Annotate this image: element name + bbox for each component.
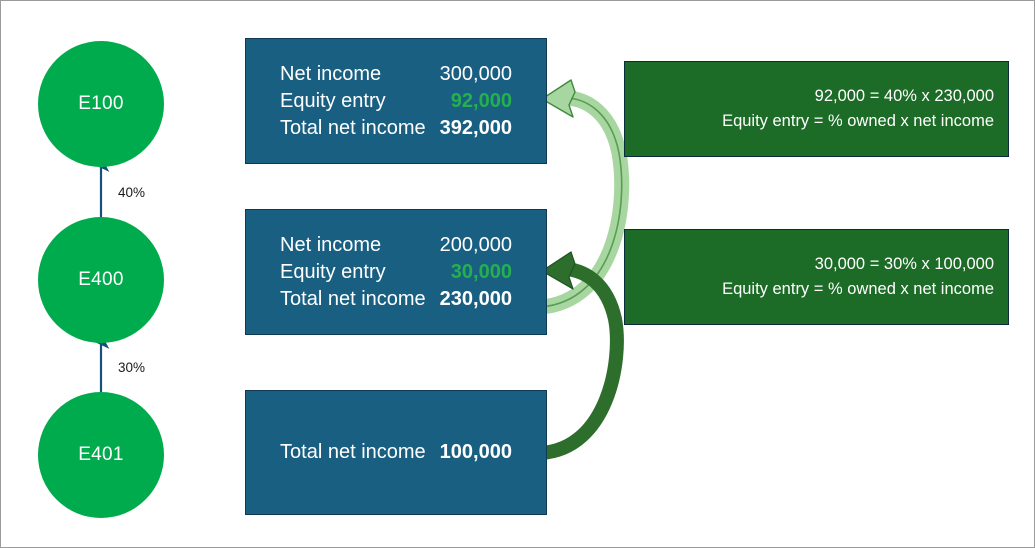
row-label: Net income xyxy=(280,233,382,256)
statement-row: Total net income 230,000 xyxy=(280,286,512,313)
row-label: Total net income xyxy=(280,116,426,139)
note-box-e100: 92,000 = 40% x 230,000 Equity entry = % … xyxy=(624,61,1009,157)
note-line-calculation: 30,000 = 30% x 100,000 xyxy=(814,255,994,273)
statement-box-e400: Net income 200,000 Equity entry 30,000 T… xyxy=(245,209,547,335)
statement-row: Equity entry 92,000 xyxy=(280,88,512,115)
row-label: Equity entry xyxy=(280,260,386,283)
statement-rows-e401: Total net income 100,000 xyxy=(280,439,512,466)
row-value-equity: 92,000 xyxy=(450,89,512,112)
row-label: Total net income xyxy=(280,287,426,310)
row-value-equity: 30,000 xyxy=(450,260,512,283)
note-line-formula: Equity entry = % owned x net income xyxy=(722,112,994,130)
statement-box-e100: Net income 300,000 Equity entry 92,000 T… xyxy=(245,38,547,164)
flow-arrow-light xyxy=(539,79,630,315)
note-box-e400: 30,000 = 30% x 100,000 Equity entry = % … xyxy=(624,229,1009,325)
row-value-total: 392,000 xyxy=(439,116,512,139)
statement-rows-e400: Net income 200,000 Equity entry 30,000 T… xyxy=(280,232,512,313)
entity-circle-e400[interactable]: E400 xyxy=(38,217,164,343)
row-value: 200,000 xyxy=(439,233,512,256)
statement-row: Total net income 392,000 xyxy=(280,115,512,142)
entity-circle-e401[interactable]: E401 xyxy=(38,392,164,518)
flow-arrow-dark xyxy=(540,251,624,460)
statement-row: Total net income 100,000 xyxy=(280,439,512,466)
statement-row: Net income 200,000 xyxy=(280,232,512,259)
ownership-label-40pct: 40% xyxy=(118,185,146,200)
row-label: Net income xyxy=(280,62,382,85)
ownership-label-30pct: 30% xyxy=(118,360,146,375)
row-value-total: 100,000 xyxy=(439,441,512,463)
statement-row: Equity entry 30,000 xyxy=(280,259,512,286)
statement-rows-e100: Net income 300,000 Equity entry 92,000 T… xyxy=(280,61,512,142)
row-label: Equity entry xyxy=(280,89,386,112)
row-label: Total net income xyxy=(280,441,426,463)
entity-label-e401: E401 xyxy=(78,444,124,465)
entity-label-e400: E400 xyxy=(78,269,124,290)
note-line-formula: Equity entry = % owned x net income xyxy=(722,280,994,298)
statement-box-e401: Total net income 100,000 xyxy=(245,390,547,515)
row-value-total: 230,000 xyxy=(439,287,512,310)
entity-circle-e100[interactable]: E100 xyxy=(38,41,164,167)
row-value: 300,000 xyxy=(439,62,512,85)
statement-row: Net income 300,000 xyxy=(280,61,512,88)
note-line-calculation: 92,000 = 40% x 230,000 xyxy=(814,87,994,105)
entity-label-e100: E100 xyxy=(78,93,124,114)
